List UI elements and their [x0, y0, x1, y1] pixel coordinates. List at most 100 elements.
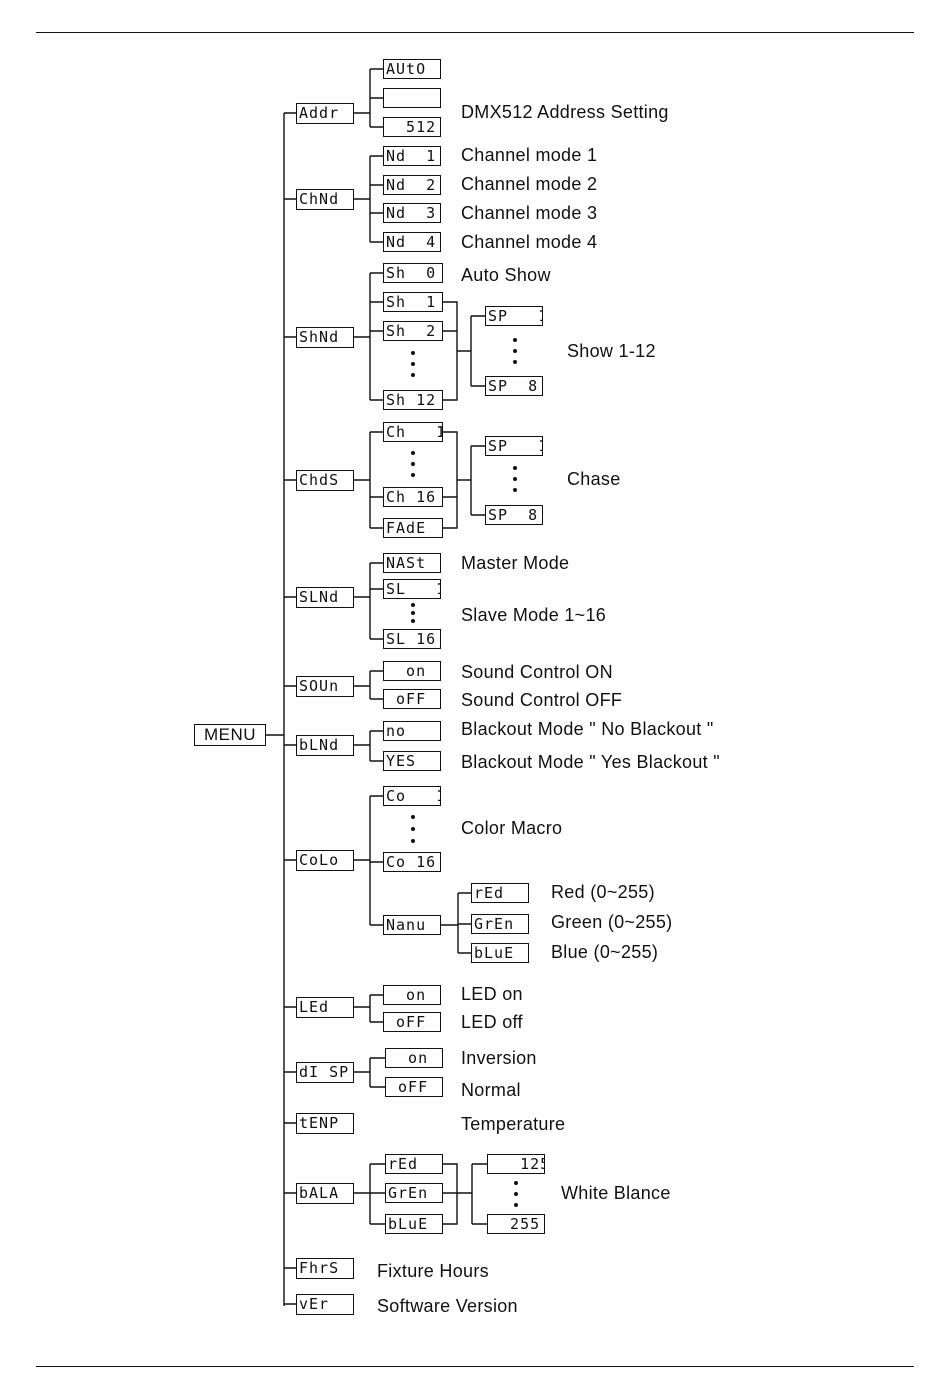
chds-ch1[interactable]: Ch 1: [383, 422, 443, 442]
shnd-sh2[interactable]: Sh 2: [383, 321, 443, 341]
bala-125[interactable]: 125: [487, 1154, 545, 1174]
colo-label-macro: Color Macro: [461, 818, 563, 838]
colo-label-green: Green (0~255): [551, 912, 673, 932]
shnd-sp8[interactable]: SP 8: [485, 376, 543, 396]
shnd-ellipsis-dot: [411, 373, 415, 377]
addr-1[interactable]: 1: [383, 88, 441, 108]
slnd-ellipsis-dot: [411, 611, 415, 615]
fhrs-label: Fixture Hours: [377, 1261, 489, 1281]
disp-label-normal: Normal: [461, 1080, 521, 1100]
slnd-label-master: Master Mode: [461, 553, 570, 573]
chnd-md4[interactable]: Nd 4: [383, 232, 441, 252]
shnd-ellipsis-dot: [411, 362, 415, 366]
led-off[interactable]: oFF: [383, 1012, 441, 1032]
menu-ver[interactable]: vEr: [296, 1294, 354, 1315]
menu-bala[interactable]: bALA: [296, 1183, 354, 1204]
bottom-rule: [36, 1366, 914, 1367]
chds-ellipsis-dot: [411, 473, 415, 477]
led-label-off: LED off: [461, 1012, 523, 1032]
menu-colo[interactable]: CoLo: [296, 850, 354, 871]
bala-ellipsis-dot: [514, 1192, 518, 1196]
addr-label: DMX512 Address Setting: [461, 102, 669, 122]
colo-ellipsis-dot: [411, 839, 415, 843]
menu-chds[interactable]: ChdS: [296, 470, 354, 491]
chnd-md3[interactable]: Nd 3: [383, 203, 441, 223]
soun-on[interactable]: on: [383, 661, 441, 681]
ver-label: Software Version: [377, 1296, 518, 1316]
colo-blue[interactable]: bLuE: [471, 943, 529, 963]
blnd-label-no: Blackout Mode " No Blackout ": [461, 719, 714, 739]
colo-co1[interactable]: Co 1: [383, 786, 441, 806]
chds-ch16[interactable]: Ch 16: [383, 487, 443, 507]
blnd-yes[interactable]: YES: [383, 751, 441, 771]
menu-blnd[interactable]: bLNd: [296, 735, 354, 756]
bala-ellipsis-dot: [514, 1181, 518, 1185]
slnd-label-slave: Slave Mode 1~16: [461, 605, 607, 625]
shnd-sh12[interactable]: Sh 12: [383, 390, 443, 410]
colo-green[interactable]: GrEn: [471, 914, 529, 934]
disp-off[interactable]: oFF: [385, 1077, 443, 1097]
chds-sp-ellipsis-dot: [513, 488, 517, 492]
colo-label-red: Red (0~255): [551, 882, 655, 902]
menu-soun[interactable]: SOUn: [296, 676, 354, 697]
chds-sp-ellipsis-dot: [513, 466, 517, 470]
soun-label-on: Sound Control ON: [461, 662, 613, 682]
slnd-ellipsis-dot: [411, 603, 415, 607]
soun-off[interactable]: oFF: [383, 689, 441, 709]
menu-temp[interactable]: tENP: [296, 1113, 354, 1134]
chnd-md2[interactable]: Nd 2: [383, 175, 441, 195]
chds-sp-ellipsis-dot: [513, 477, 517, 481]
colo-co16[interactable]: Co 16: [383, 852, 441, 872]
chnd-md1[interactable]: Nd 1: [383, 146, 441, 166]
menu-addr[interactable]: Addr: [296, 103, 354, 124]
colo-manu[interactable]: Nanu: [383, 915, 441, 935]
slnd-mast[interactable]: NASt: [383, 553, 441, 573]
chnd-label-2: Channel mode 2: [461, 174, 598, 194]
blnd-label-yes: Blackout Mode " Yes Blackout ": [461, 752, 720, 772]
bala-label: White Blance: [561, 1183, 671, 1203]
temp-label: Temperature: [461, 1114, 566, 1134]
shnd-sh0[interactable]: Sh 0: [383, 263, 443, 283]
disp-label-inversion: Inversion: [461, 1048, 537, 1068]
blnd-no[interactable]: no: [383, 721, 441, 741]
chds-sp1[interactable]: SP 1: [485, 436, 543, 456]
chnd-label-3: Channel mode 3: [461, 203, 598, 223]
shnd-sp-ellipsis-dot: [513, 338, 517, 342]
led-on[interactable]: on: [383, 985, 441, 1005]
chnd-label-4: Channel mode 4: [461, 232, 598, 252]
shnd-label-auto: Auto Show: [461, 265, 551, 285]
top-rule: [36, 32, 914, 33]
shnd-sh1[interactable]: Sh 1: [383, 292, 443, 312]
colo-red[interactable]: rEd: [471, 883, 529, 903]
led-label-on: LED on: [461, 984, 523, 1004]
bala-255[interactable]: 255: [487, 1214, 545, 1234]
slnd-sl16[interactable]: SL 16: [383, 629, 441, 649]
shnd-ellipsis-dot: [411, 351, 415, 355]
menu-disp[interactable]: dI SP: [296, 1062, 354, 1083]
shnd-label-show: Show 1-12: [567, 341, 656, 361]
bala-blue[interactable]: bLuE: [385, 1214, 443, 1234]
menu-root[interactable]: MENU: [194, 724, 266, 746]
addr-512[interactable]: 512: [383, 117, 441, 137]
addr-auto[interactable]: AUtO: [383, 59, 441, 79]
colo-ellipsis-dot: [411, 815, 415, 819]
menu-chnd[interactable]: ChNd: [296, 189, 354, 210]
shnd-sp-ellipsis-dot: [513, 360, 517, 364]
slnd-ellipsis-dot: [411, 619, 415, 623]
colo-label-blue: Blue (0~255): [551, 942, 659, 962]
disp-on[interactable]: on: [385, 1048, 443, 1068]
bala-green[interactable]: GrEn: [385, 1183, 443, 1203]
menu-slnd[interactable]: SLNd: [296, 587, 354, 608]
shnd-sp1[interactable]: SP 1: [485, 306, 543, 326]
menu-fhrs[interactable]: FhrS: [296, 1258, 354, 1279]
slnd-sl1[interactable]: SL 1: [383, 579, 441, 599]
chds-fade[interactable]: FAdE: [383, 518, 443, 538]
chds-label: Chase: [567, 469, 621, 489]
chds-sp8[interactable]: SP 8: [485, 505, 543, 525]
colo-ellipsis-dot: [411, 827, 415, 831]
shnd-sp-ellipsis-dot: [513, 349, 517, 353]
menu-led[interactable]: LEd: [296, 997, 354, 1018]
menu-shnd[interactable]: ShNd: [296, 327, 354, 348]
bala-red[interactable]: rEd: [385, 1154, 443, 1174]
